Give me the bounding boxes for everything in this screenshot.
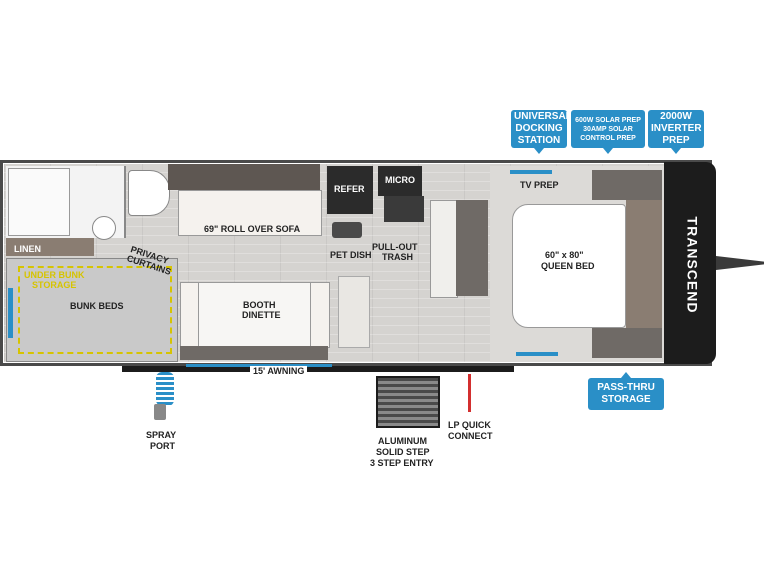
booth-bottom-bench	[180, 346, 328, 360]
solar-prep-callout: 600W SOLAR PREP 30AMP SOLAR CONTROL PREP	[571, 110, 645, 154]
micro-label: MICRO	[385, 175, 415, 185]
front-cap	[664, 162, 716, 364]
awning-label: 15' AWNING	[250, 366, 308, 376]
bunk-area	[6, 258, 178, 362]
kitchen-counter	[430, 200, 458, 298]
awning	[122, 366, 514, 372]
refer-label: REFER	[334, 184, 365, 194]
linen-cabinet	[6, 238, 94, 256]
solar-line-1: 600W SOLAR PREP	[575, 116, 641, 124]
spray-hose	[156, 372, 174, 406]
brand-label: TRANSCEND	[684, 216, 701, 314]
bedside-top	[592, 170, 662, 200]
lp-label-2: CONNECT	[448, 431, 493, 441]
queen-label-1: 60" x 80"	[545, 250, 584, 260]
lp-label-1: LP QUICK	[448, 420, 491, 430]
booth-seat-left	[180, 282, 200, 348]
booth-label-2: DINETTE	[242, 310, 281, 320]
bunk-beds-label: BUNK BEDS	[70, 301, 124, 311]
sofa-label: 69" ROLL OVER SOFA	[204, 224, 301, 234]
lp-line	[468, 374, 471, 412]
pet-dish	[332, 222, 362, 238]
sofa	[178, 190, 322, 236]
pass-thru-callout: PASS-THRU STORAGE	[588, 372, 664, 410]
inverter-text: 2000W INVERTER PREP	[651, 111, 702, 146]
stove	[384, 196, 424, 222]
entry-step	[376, 376, 440, 428]
universal-docking-callout: UNIVERSAL DOCKING STATION	[511, 110, 572, 154]
bath-sink	[128, 170, 170, 216]
pet-dish-label: PET DISH	[330, 250, 372, 260]
tv-prep-label: TV PREP	[520, 180, 559, 190]
queen-label-2: QUEEN BED	[541, 261, 595, 271]
shower	[8, 168, 70, 236]
under-bunk-label-1: UNDER BUNK	[24, 270, 85, 280]
bedroom-window	[516, 352, 558, 356]
solar-line-2: 30AMP SOLAR	[583, 125, 633, 133]
step-label-2: SOLID STEP	[376, 447, 430, 457]
refer	[327, 166, 373, 214]
spray-label-1: SPRAY	[146, 430, 177, 440]
micro	[378, 166, 422, 196]
step-label-1: ALUMINUM	[378, 436, 427, 446]
bedside-bottom	[592, 328, 662, 358]
step-label-3: 3 STEP ENTRY	[370, 458, 434, 468]
inverter-callout: 2000W INVERTER PREP	[648, 110, 704, 154]
booth-label-1: BOOTH	[243, 300, 276, 310]
bunk-window	[8, 288, 13, 338]
spray-label-2: PORT	[150, 441, 176, 451]
pass-thru-text: PASS-THRU STORAGE	[597, 382, 655, 405]
floor-plan: LINEN UNDER BUNK STORAGE BUNK BEDS PRIVA…	[0, 160, 720, 376]
trash-label-2: TRASH	[382, 252, 413, 262]
toilet	[92, 216, 116, 240]
trash-label-1: PULL-OUT	[372, 242, 418, 252]
counter-stool	[338, 276, 370, 348]
under-bunk-storage-outline	[18, 266, 172, 354]
linen-label: LINEN	[14, 244, 41, 254]
spray-nozzle	[154, 404, 166, 420]
universal-docking-text: UNIVERSAL DOCKING STATION	[514, 111, 572, 146]
solar-line-3: CONTROL PREP	[580, 134, 636, 142]
under-bunk-label-2: STORAGE	[32, 280, 77, 290]
queen-bed	[512, 204, 626, 328]
awning-inner	[186, 364, 332, 367]
top-cabinets	[168, 164, 320, 190]
tv-prep-bar	[510, 170, 552, 174]
hitch	[716, 256, 764, 270]
booth-seat-right	[310, 282, 330, 348]
kitchen-pantry	[456, 200, 488, 296]
bed-headboard	[626, 200, 662, 328]
